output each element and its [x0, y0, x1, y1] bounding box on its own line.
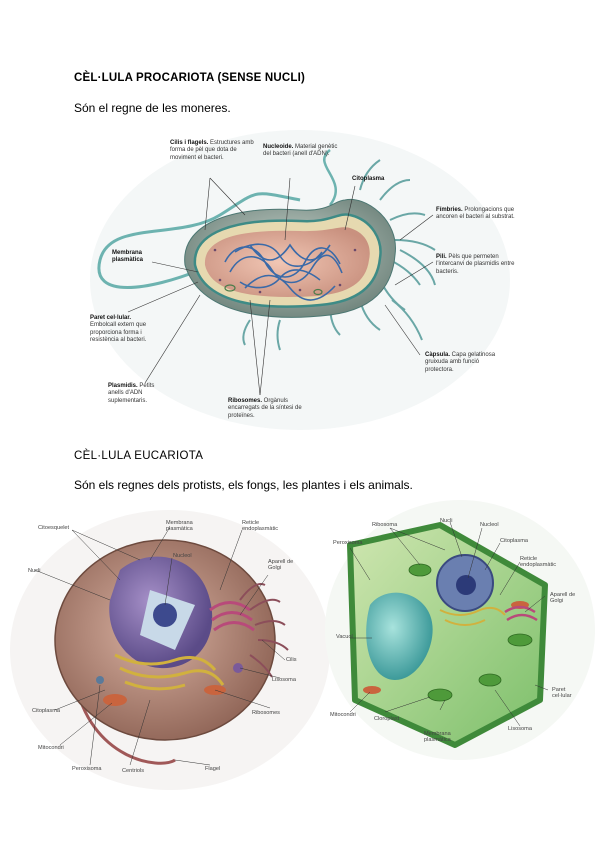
plant-label-nucli: Nucli	[440, 518, 452, 524]
plant-label-vacuol: Vacuol	[336, 634, 353, 640]
plant-label-paret: Paret cel·lular	[552, 687, 582, 700]
plant-label-citoplasma: Citoplasma	[500, 538, 528, 544]
plant-label-peroxisoma: Peroxisoma	[333, 540, 363, 546]
plant-label-mitocondri: Mitocondri	[330, 712, 356, 718]
plant-nucleolus	[456, 575, 476, 595]
plant-label-nucleol: Nucleol	[480, 522, 499, 528]
plant-label-membrana: Membrana plasmàtica	[424, 731, 466, 744]
plant-label-golgi: Aparell de Golgi	[550, 592, 582, 605]
plant-mitochondrion	[363, 686, 381, 694]
plant-label-cloroplast: Cloroplast	[374, 716, 399, 722]
plant-label-reticle: Reticle endoplasmàtic	[520, 556, 564, 569]
plant-label-lisosoma: Lisosoma	[508, 726, 532, 732]
plant-label-ribosoma: Ribosoma	[372, 522, 397, 528]
